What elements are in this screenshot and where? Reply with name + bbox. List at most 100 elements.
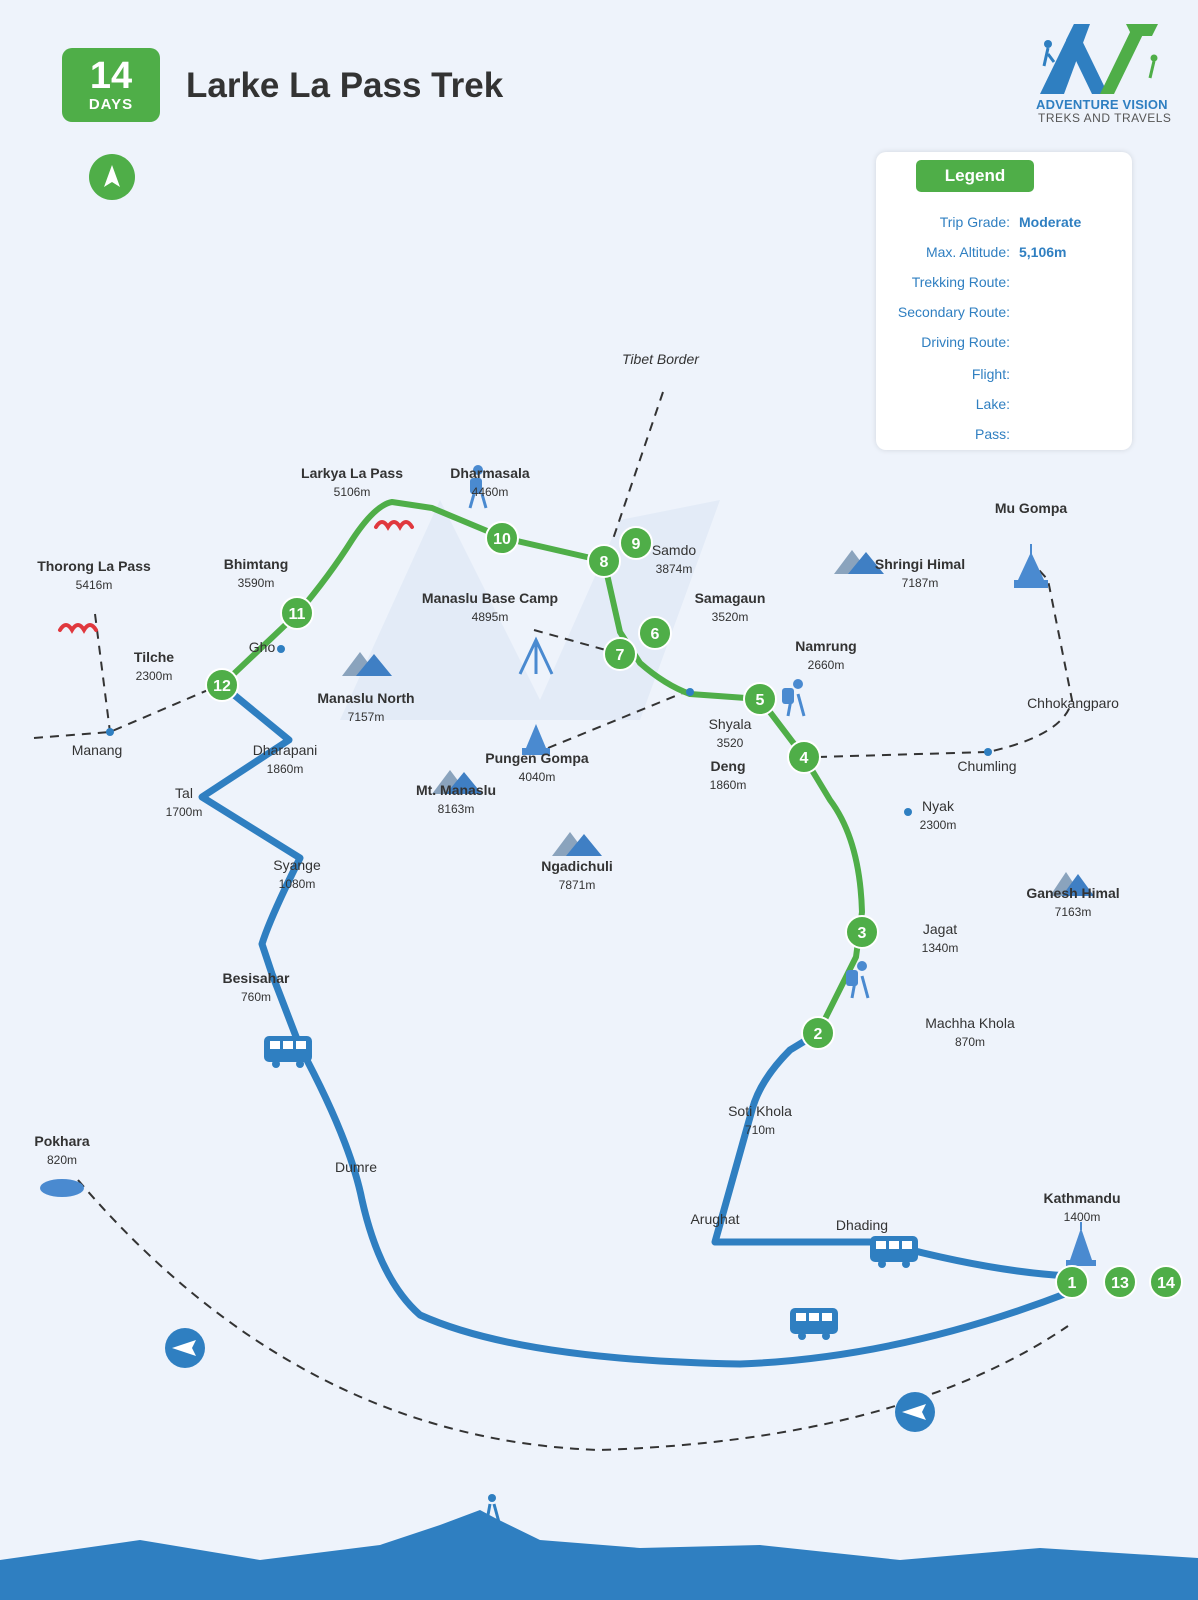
place-name: Mt. Manaslu [416, 782, 496, 798]
stop-marker-6: 6 [638, 616, 672, 650]
place-altitude: 3520m [712, 610, 749, 624]
place-label: Thorong La Pass 5416m [37, 558, 151, 592]
stop-number: 3 [858, 925, 867, 942]
location-dot-chumling [984, 748, 992, 756]
place-label: Manang [72, 742, 123, 758]
place-label: Besisahar 760m [223, 970, 290, 1004]
stop-number: 12 [213, 678, 231, 695]
place-name: Chumling [957, 758, 1016, 774]
stop-number: 2 [814, 1026, 823, 1043]
place-name: Larkya La Pass [301, 465, 403, 481]
monastery-icon-kathmandu [1066, 1222, 1096, 1266]
place-label: Pungen Gompa 4040m [485, 750, 589, 784]
secondary-route-label: Secondary Route: [897, 304, 1010, 320]
bus-icon-besisahar [264, 1036, 312, 1068]
place-name: Dhading [836, 1217, 888, 1233]
days-label: DAYS [88, 96, 134, 113]
place-altitude: 2660m [808, 658, 845, 672]
place-name: Mu Gompa [995, 500, 1068, 516]
trip-grade-label: Trip Grade: [939, 214, 1010, 230]
place-name: Ganesh Himal [1026, 885, 1119, 901]
place-altitude: 710m [745, 1123, 775, 1137]
stop-number: 13 [1111, 1275, 1129, 1292]
stop-marker-5: 5 [743, 682, 777, 716]
max-altitude-value: 5,106m [1019, 244, 1067, 260]
place-label: Manaslu Base Camp 4895m [422, 590, 558, 624]
tent-icon-base-camp [518, 636, 554, 675]
stop-marker-7: 7 [603, 637, 637, 671]
place-name: Gho [249, 639, 276, 655]
legend-row-secondary-route: Secondary Route: [876, 304, 1132, 324]
legend-row-trip-grade: Trip Grade: Moderate [876, 214, 1132, 234]
place-altitude: 3520 [717, 736, 744, 750]
place-name: Jagat [923, 921, 957, 937]
place-altitude: 4895m [472, 610, 509, 624]
place-altitude: 1860m [710, 778, 747, 792]
legend-row-max-altitude: Max. Altitude: 5,106m [876, 244, 1132, 264]
plane-icon-right [895, 1392, 935, 1432]
legend-panel: Legend Trip Grade: Moderate Max. Altitud… [876, 152, 1132, 450]
days-badge: 14 DAYS [62, 48, 160, 122]
place-altitude: 1700m [166, 805, 203, 819]
place-name: Tilche [134, 649, 174, 665]
days-number: 14 [89, 55, 133, 97]
monastery-icon-pungen-gompa [522, 724, 550, 755]
place-altitude: 7871m [559, 878, 596, 892]
place-altitude: 2300m [920, 818, 957, 832]
place-name: Syange [273, 857, 321, 873]
place-name: Dumre [335, 1159, 377, 1175]
page-title: Larke La Pass Trek [186, 66, 504, 105]
place-altitude: 5416m [76, 578, 113, 592]
monastery-icon-mu-gompa [1014, 544, 1048, 588]
place-name: Bhimtang [224, 556, 289, 572]
place-altitude: 8163m [438, 802, 475, 816]
manang-route [33, 683, 223, 739]
stop-number: 4 [800, 750, 809, 767]
legend-row-lake: Lake: [876, 396, 1132, 416]
place-name: Pokhara [34, 1133, 89, 1149]
place-altitude: 3590m [238, 576, 275, 590]
hiker-icon-dharmasala [468, 465, 488, 509]
place-name: Thorong La Pass [37, 558, 151, 574]
place-name: Shringi Himal [875, 556, 965, 572]
stop-marker-2: 2 [801, 1016, 835, 1050]
place-altitude: 7157m [348, 710, 385, 724]
place-name: Nyak [922, 798, 955, 814]
place-name: Shyala [709, 716, 752, 732]
place-name: Kathmandu [1044, 1190, 1121, 1206]
place-altitude: 4040m [519, 770, 556, 784]
mountain-icon-manaslu-north [342, 652, 392, 676]
bus-icon-highway [790, 1308, 838, 1340]
place-name: Dharmasala [450, 465, 530, 481]
location-dot-nyak [904, 808, 912, 816]
stop-number: 14 [1157, 1275, 1175, 1292]
place-name: Pungen Gompa [485, 750, 589, 766]
stop-number: 7 [616, 647, 625, 664]
stop-number: 11 [289, 606, 306, 623]
place-name: Manaslu Base Camp [422, 590, 558, 606]
place-altitude: 1860m [267, 762, 304, 776]
place-altitude: 760m [241, 990, 271, 1004]
place-name: Besisahar [223, 970, 290, 986]
hiker-icon-namrung [782, 679, 806, 717]
mountain-silhouette [0, 1510, 1198, 1600]
place-label: Nyak 2300m [920, 798, 957, 832]
north-arrow-icon [89, 154, 135, 200]
place-label: Dumre [335, 1159, 377, 1175]
place-name: Dharapani [253, 742, 318, 758]
place-label: Mu Gompa [995, 500, 1068, 516]
lake-icon-pokhara [40, 1179, 84, 1197]
place-label: Dhading [836, 1217, 888, 1233]
plane-icon-left [165, 1328, 205, 1368]
stop-number: 8 [600, 554, 609, 571]
